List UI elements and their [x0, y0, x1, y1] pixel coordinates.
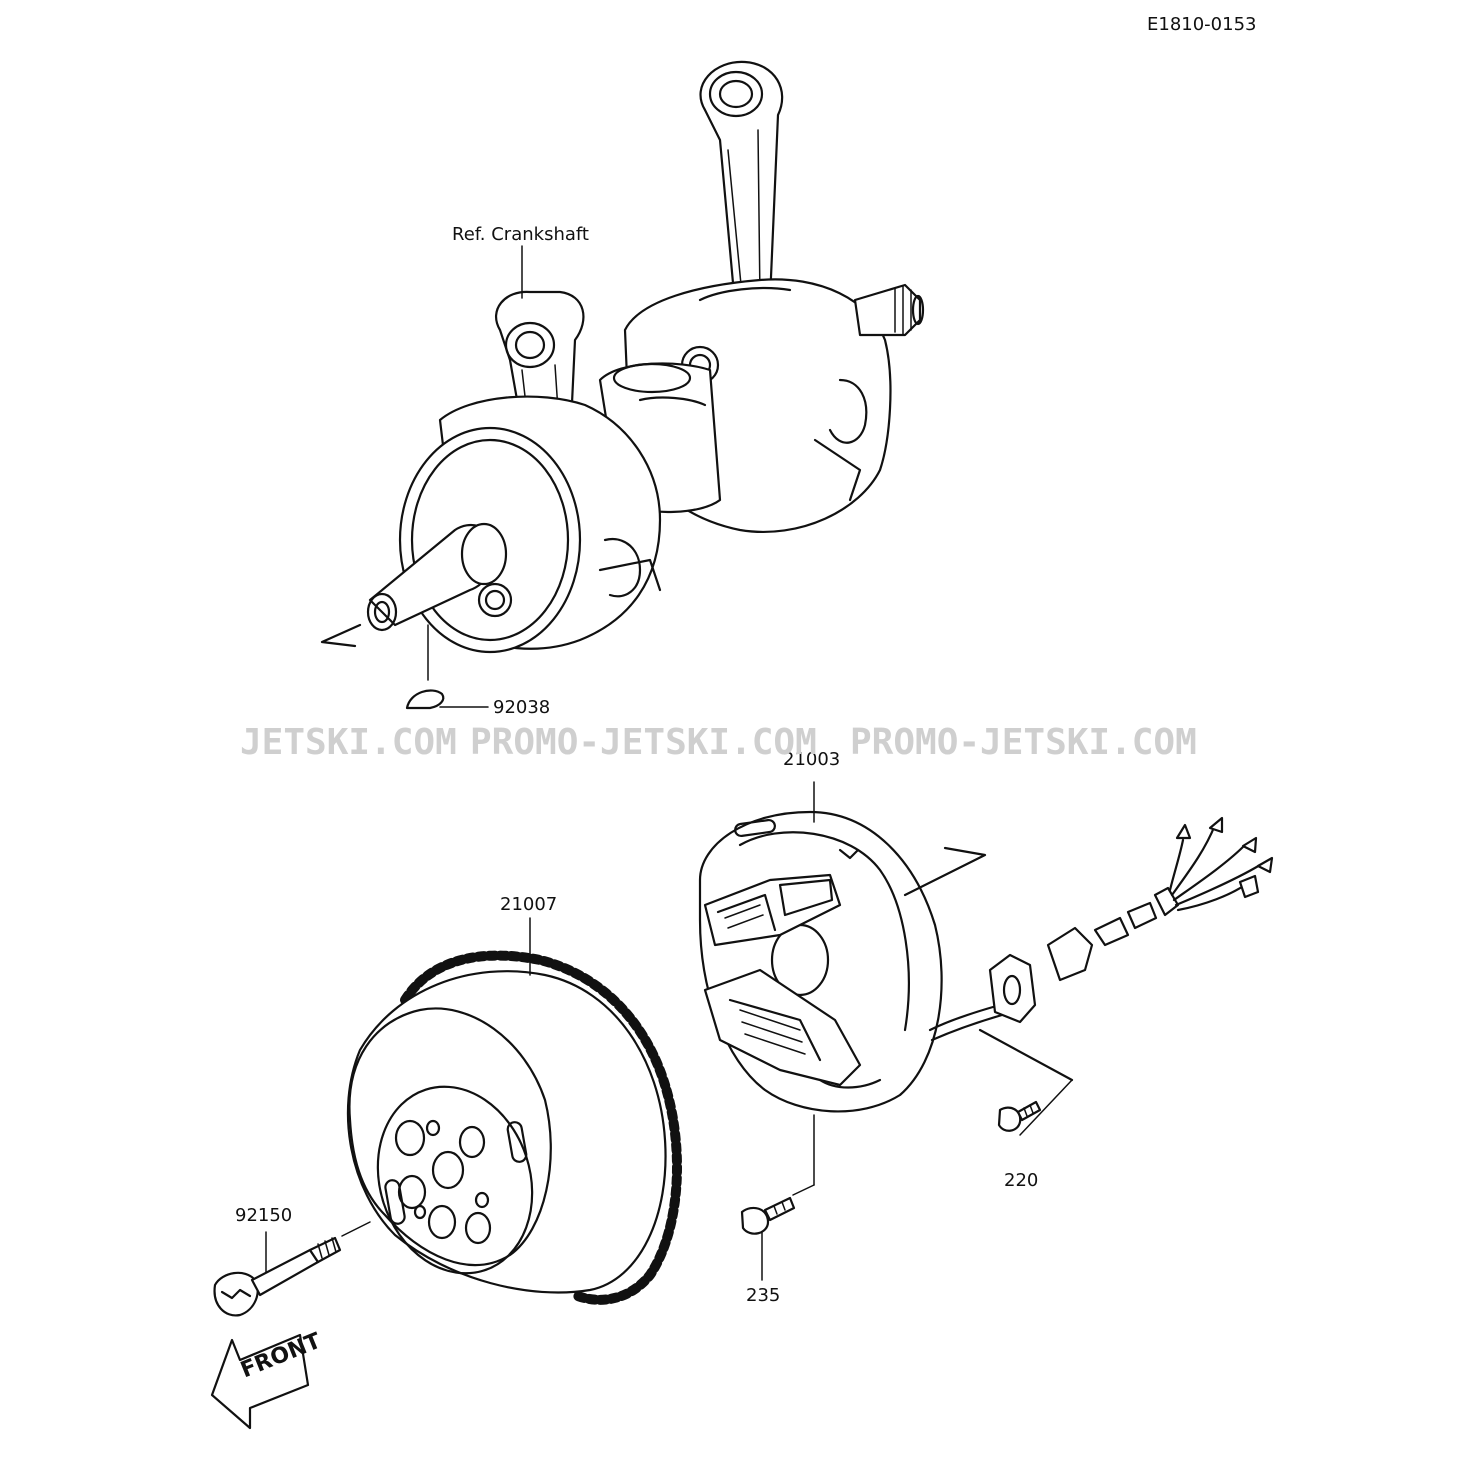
part-label-21003: 21003 — [783, 749, 841, 770]
diagram-code: E1810-0153 — [1147, 14, 1257, 35]
part-label-92038: 92038 — [493, 697, 551, 718]
screw-235 — [740, 1114, 815, 1281]
woodruff-key-92038 — [405, 689, 445, 710]
stator-plate-21003 — [698, 781, 1274, 1113]
part-label-92150: 92150 — [235, 1205, 293, 1226]
front-arrow — [210, 1333, 310, 1430]
part-label-21007: 21007 — [500, 894, 558, 915]
part-label-235: 235 — [746, 1285, 781, 1306]
watermark-1: JETSKI.COM — [240, 722, 457, 763]
bolt-92150 — [213, 1221, 371, 1317]
stator-reference-mark — [903, 846, 987, 897]
front-crank-web — [366, 395, 662, 654]
rear-connecting-rod — [699, 60, 784, 307]
reference-mark — [320, 623, 362, 648]
screw-220 — [978, 1028, 1074, 1136]
crankshaft-assembly — [320, 60, 925, 708]
watermark-3: PROMO-JETSKI.COM — [850, 722, 1197, 763]
watermark-2: PROMO-JETSKI.COM — [470, 722, 817, 763]
ref-crankshaft-label: Ref. Crankshaft — [452, 224, 589, 245]
flywheel-21007 — [346, 917, 682, 1305]
part-label-220: 220 — [1004, 1170, 1039, 1191]
